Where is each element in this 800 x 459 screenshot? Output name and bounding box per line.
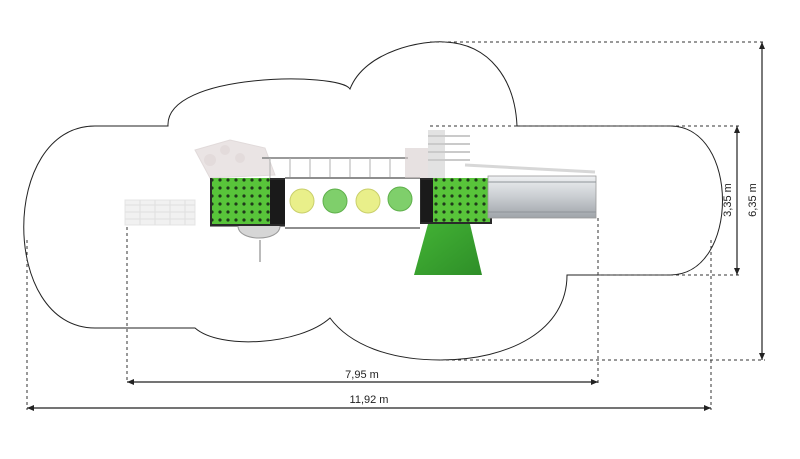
disc-1 [289, 188, 315, 214]
outer-dimension-box [26, 41, 765, 410]
right-tower [420, 178, 492, 224]
dimension-width-inner: 7,95 m [127, 369, 598, 385]
dimension-depth-inner: 3,35 m [722, 126, 740, 275]
disc-2 [322, 188, 348, 214]
ghost-climbing-frame [124, 139, 276, 226]
dimension-width-outer: 11,92 m [27, 394, 711, 411]
dimension-label-width-inner: 7,95 m [345, 369, 379, 381]
disc-4 [387, 186, 413, 212]
ghost-tower [405, 130, 596, 178]
dimension-depth-outer: 6,35 m [747, 42, 765, 360]
metal-slide [487, 175, 597, 219]
green-ramp [414, 224, 482, 275]
dimension-label-depth-outer: 6,35 m [747, 183, 759, 217]
dimension-label-width-outer: 11,92 m [350, 394, 389, 406]
inner-dimension-box [126, 125, 740, 383]
disc-3 [355, 188, 381, 214]
dimension-label-depth-inner: 3,35 m [722, 183, 734, 217]
swing-discs [289, 186, 413, 214]
safety-zone-outer [23, 41, 723, 361]
left-tower [210, 178, 285, 262]
